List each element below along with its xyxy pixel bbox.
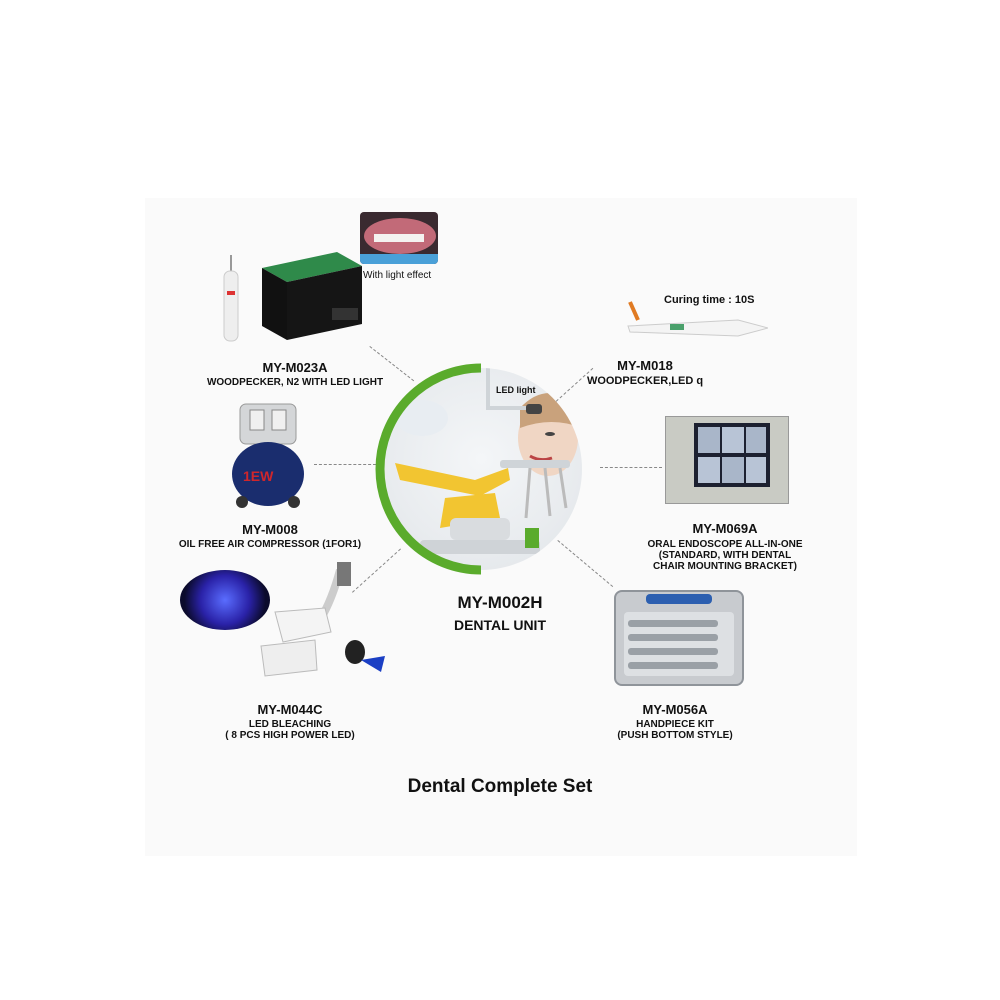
curing-light-image — [618, 298, 770, 348]
product-code: MY-M069A — [692, 521, 758, 536]
footer-title: Dental Complete Set — [407, 776, 593, 797]
product-code: MY-M008 — [242, 522, 298, 537]
product-desc: CHAIR MOUNTING BRACKET) — [653, 561, 797, 572]
handpiece-kit-image — [614, 590, 744, 686]
product-desc: HANDPIECE KIT — [636, 719, 714, 730]
product-desc: LED BLEACHING — [248, 719, 332, 730]
product-code: MY-M018 — [617, 358, 673, 373]
product-desc: WOODPECKER,LED q — [586, 375, 704, 387]
product-desc: (STANDARD, WITH DENTAL — [658, 550, 792, 561]
product-code: MY-M044C — [257, 702, 323, 717]
product-desc: ORAL ENDOSCOPE ALL-IN-ONE — [647, 539, 803, 550]
dental-unit-image — [380, 368, 582, 570]
light-effect-inset — [360, 212, 438, 264]
scaler-unit-image — [262, 248, 362, 348]
connector-line — [314, 464, 376, 465]
product-desc: (PUSH BOTTOM STYLE) — [617, 730, 733, 741]
blue-light-effect — [180, 570, 270, 630]
curing-time-caption: Curing time : 10S — [664, 294, 755, 306]
product-desc: ( 8 PCS HIGH POWER LED) — [225, 730, 355, 741]
bleaching-lamp-image — [255, 560, 395, 690]
green-arc — [375, 363, 482, 575]
endoscope-monitor-image — [665, 416, 789, 504]
light-effect-caption: With light effect — [363, 270, 432, 281]
center-product-code: MY-M002H — [457, 593, 543, 612]
product-code: MY-M056A — [642, 702, 708, 717]
led-light-tag: LED light — [496, 385, 536, 395]
product-desc: OIL FREE AIR COMPRESSOR (1FOR1) — [178, 539, 362, 550]
product-code: MY-M023A — [262, 360, 328, 375]
air-compressor-image — [228, 402, 308, 517]
connector-line — [600, 467, 662, 468]
compressor-badge: 1EW — [243, 468, 274, 484]
center-product-name: DENTAL UNIT — [453, 617, 547, 633]
scaler-handpiece-image — [215, 255, 245, 350]
product-desc: WOODPECKER, N2 WITH LED LIGHT — [206, 377, 384, 388]
